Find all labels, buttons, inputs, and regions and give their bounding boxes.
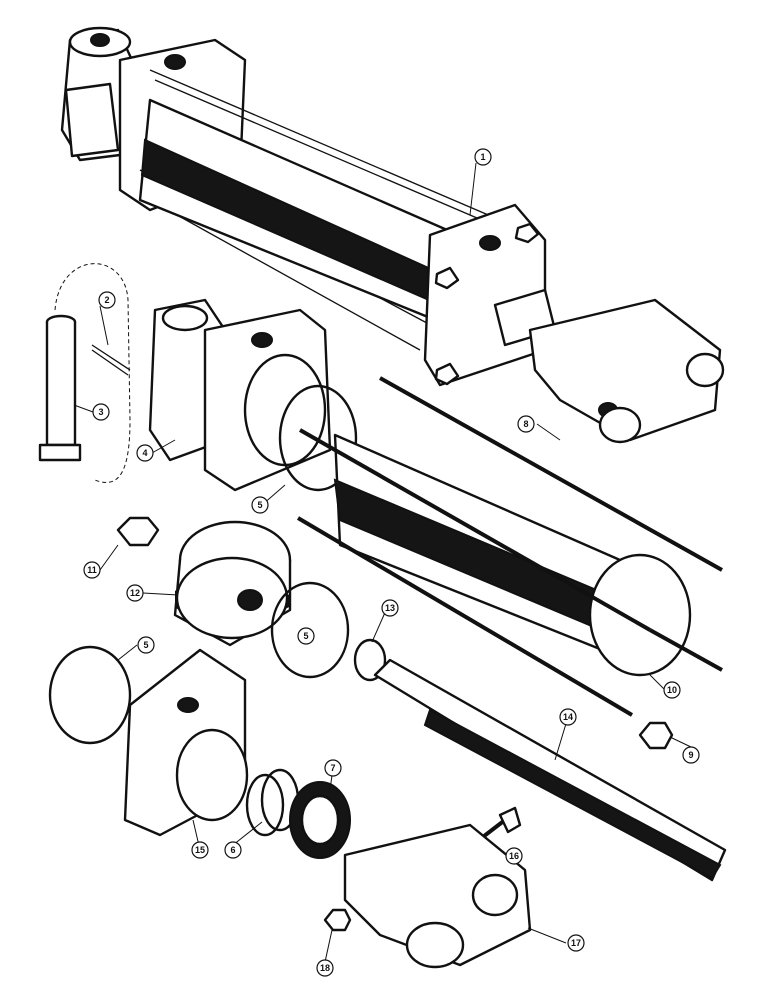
callout-18: 18 — [316, 959, 334, 977]
svg-text:11: 11 — [87, 565, 97, 575]
cotter-pin — [91, 344, 131, 376]
svg-text:4: 4 — [142, 448, 147, 458]
callout-13: 13 — [381, 599, 399, 617]
o-ring-upper — [278, 384, 358, 492]
callout-16: 16 — [505, 847, 523, 865]
svg-text:18: 18 — [320, 963, 330, 973]
callout-10: 10 — [663, 681, 681, 699]
svg-text:13: 13 — [385, 603, 395, 613]
assembled-cylinder — [60, 26, 725, 444]
callout-1: 1 — [474, 148, 492, 166]
nut-18 — [323, 908, 352, 932]
callout-9: 9 — [682, 746, 700, 764]
svg-text:12: 12 — [130, 588, 140, 598]
callout-2: 2 — [98, 291, 116, 309]
callout-15: 15 — [191, 841, 209, 859]
callout-5-lower: 5 — [137, 636, 155, 654]
svg-text:9: 9 — [688, 750, 693, 760]
svg-text:8: 8 — [523, 419, 528, 429]
rod-end-cap — [123, 648, 249, 837]
svg-text:7: 7 — [330, 763, 335, 773]
callout-5-upper: 5 — [251, 496, 269, 514]
pin-location-curve — [54, 263, 131, 483]
seal-6a — [245, 773, 285, 837]
rod-seal — [289, 781, 351, 859]
callout-3: 3 — [92, 403, 110, 421]
base-end-cap — [148, 298, 332, 492]
cylinder-barrel — [333, 433, 692, 677]
o-ring-middle — [270, 581, 350, 679]
nut-9 — [638, 721, 674, 750]
tie-rods — [296, 376, 723, 717]
piston — [173, 520, 292, 647]
svg-text:15: 15 — [195, 845, 205, 855]
svg-text:5: 5 — [143, 640, 148, 650]
svg-text:3: 3 — [98, 407, 103, 417]
rod-clevis — [343, 823, 532, 969]
svg-text:5: 5 — [257, 500, 262, 510]
washer — [353, 638, 387, 682]
svg-text:1: 1 — [480, 152, 485, 162]
callout-7: 7 — [324, 759, 342, 777]
callout-12: 12 — [126, 584, 144, 602]
callout-17: 17 — [567, 934, 585, 952]
svg-text:2: 2 — [104, 295, 109, 305]
callout-4: 4 — [136, 444, 154, 462]
callout-5-middle: 5 — [297, 627, 315, 645]
o-ring-lower — [48, 645, 132, 745]
nut-11 — [116, 516, 160, 547]
clevis-pin — [38, 314, 82, 462]
callout-11: 11 — [83, 561, 101, 579]
piston-rod — [373, 658, 727, 882]
callout-14: 14 — [559, 708, 577, 726]
svg-text:16: 16 — [509, 851, 519, 861]
svg-text:6: 6 — [230, 845, 235, 855]
svg-text:5: 5 — [303, 631, 308, 641]
svg-text:10: 10 — [667, 685, 677, 695]
callout-8: 8 — [517, 415, 535, 433]
callout-6: 6 — [224, 841, 242, 859]
svg-text:17: 17 — [571, 938, 581, 948]
svg-text:14: 14 — [563, 712, 573, 722]
